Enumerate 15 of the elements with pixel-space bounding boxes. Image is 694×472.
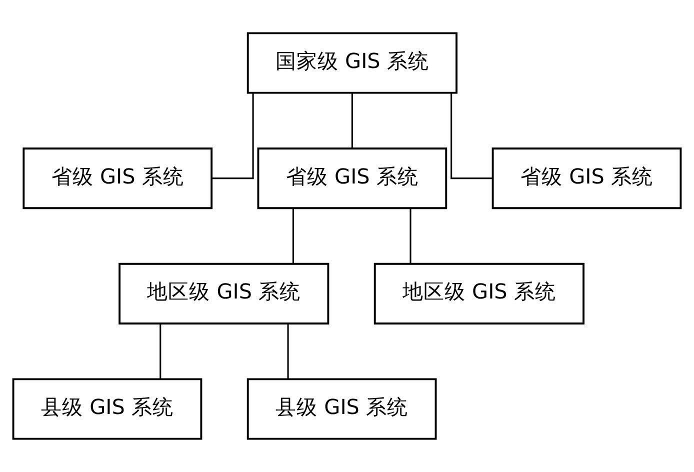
- connector: [410, 208, 412, 264]
- connector: [450, 93, 493, 180]
- node-box: 省级 GIS 系统: [492, 148, 682, 210]
- node-box: 地区级 GIS 系统: [118, 262, 330, 324]
- connector: [287, 324, 289, 379]
- node-box: 县级 GIS 系统: [12, 378, 202, 440]
- node-box: 省级 GIS 系统: [22, 148, 213, 210]
- connector: [212, 93, 254, 180]
- connector: [351, 93, 353, 148]
- node-box: 县级 GIS 系统: [246, 378, 437, 440]
- node-box: 地区级 GIS 系统: [374, 262, 584, 324]
- node-box: 省级 GIS 系统: [257, 148, 448, 210]
- connector: [292, 208, 294, 264]
- connector: [160, 324, 162, 379]
- node-box: 国家级 GIS 系统: [246, 32, 458, 94]
